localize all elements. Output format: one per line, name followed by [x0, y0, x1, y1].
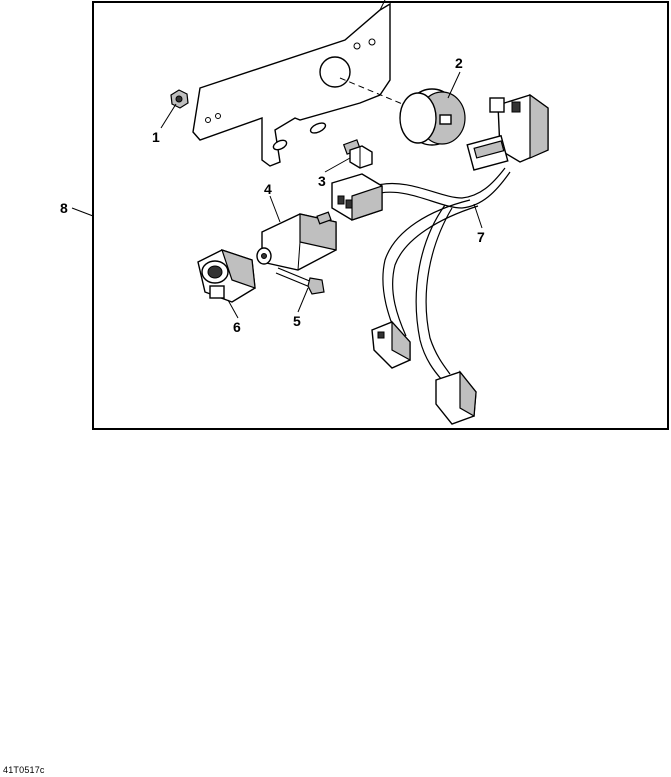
reference-code: 41T0517c [3, 765, 45, 775]
callout-1: 1 [152, 129, 160, 145]
part-2-round-module [399, 88, 466, 146]
leader-lines [71, 71, 483, 319]
relay-block [466, 93, 549, 171]
mounting-bracket [192, 0, 391, 167]
part-7-wiring-harness [331, 167, 511, 425]
part-6-push-switch [197, 249, 256, 303]
callout-2: 2 [455, 55, 463, 71]
callout-7: 7 [477, 229, 485, 245]
callout-6: 6 [233, 319, 241, 335]
part-5-screw [275, 267, 325, 295]
callout-5: 5 [293, 313, 301, 329]
alignment-line [339, 77, 413, 109]
callout-8: 8 [60, 200, 68, 216]
part-1-nut [170, 89, 189, 109]
callout-3: 3 [318, 173, 326, 189]
part-3-bolt [342, 139, 373, 169]
part-4-switch [256, 211, 337, 271]
callout-4: 4 [264, 181, 272, 197]
